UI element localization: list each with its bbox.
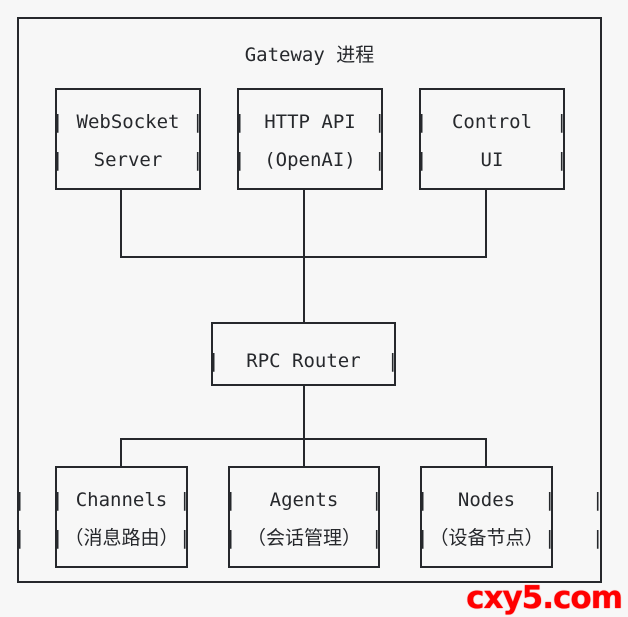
node-rpc-router-label: RPC Router <box>246 350 361 372</box>
node-agents[interactable] <box>228 466 380 568</box>
gateway-title-cjk: 进程 <box>336 44 375 66</box>
pipe-left-websocket: | <box>52 111 64 133</box>
pipe-left-httpapi-2: | <box>234 149 246 171</box>
pipe-left-nodes-2: | <box>417 527 429 549</box>
pipe-right-httpapi-2: | <box>374 149 386 171</box>
node-channels[interactable] <box>55 466 188 568</box>
watermark-cxy5: cxy5.com <box>466 580 623 616</box>
node-channels-line2: （消息路由） <box>64 527 179 549</box>
node-control-ui[interactable] <box>419 88 565 190</box>
node-websocket-server[interactable] <box>55 88 201 190</box>
pipe-left-channels-2: | <box>52 527 64 549</box>
gateway-process-container <box>17 17 602 583</box>
node-control-ui-line2: UI <box>480 149 504 171</box>
node-nodes-line1: Nodes <box>457 489 516 511</box>
node-rpc-router[interactable] <box>211 322 396 386</box>
pipe-right-controlui-2: | <box>556 149 568 171</box>
pipe-right-channels: | <box>179 489 191 511</box>
connector-agents-down <box>303 438 305 466</box>
node-control-ui-line1: Control <box>451 111 533 133</box>
node-http-api-line2: (OpenAI) <box>264 149 356 171</box>
node-http-api-line1: HTTP API <box>264 111 356 133</box>
node-agents-line1: Agents <box>269 489 339 511</box>
pipe-right-channels-2: | <box>179 527 191 549</box>
pipe-right-agents: | <box>371 489 383 511</box>
node-nodes[interactable] <box>420 466 553 568</box>
connector-controlui-down <box>485 190 487 256</box>
connector-nodes-down <box>485 438 487 466</box>
connector-channels-down <box>120 438 122 466</box>
pipe-left-channels: | <box>52 489 64 511</box>
pipe-right-httpapi: | <box>374 111 386 133</box>
node-websocket-server-line1: WebSocket <box>76 111 180 133</box>
pipe-right-websocket: | <box>192 111 204 133</box>
pipe-left-agents: | <box>225 489 237 511</box>
pipe-right-controlui: | <box>556 111 568 133</box>
pipe-right-nodes-2: | <box>544 527 556 549</box>
pipe-left-websocket-2: | <box>52 149 64 171</box>
pipe-left-httpapi: | <box>234 111 246 133</box>
node-websocket-server-line2: Server <box>93 149 163 171</box>
connector-httpapi-down <box>303 190 305 256</box>
node-http-api[interactable] <box>237 88 383 190</box>
pipe-left-nodes: | <box>417 489 429 511</box>
pipe-right-nodes: | <box>544 489 556 511</box>
gateway-title-latin: Gateway <box>244 44 325 66</box>
pipe-left-controlui-2: | <box>416 149 428 171</box>
pipe-outer-left-r1: | <box>14 489 26 511</box>
gateway-process-title: Gateway 进程 <box>17 36 602 74</box>
node-agents-line2: （会话管理） <box>246 527 361 549</box>
pipe-outer-right-r2: | <box>592 527 604 549</box>
connector-rpc-router-down <box>303 386 305 438</box>
pipe-right-agents-2: | <box>371 527 383 549</box>
pipe-right-rpcrouter: | <box>387 350 399 372</box>
pipe-left-agents-2: | <box>225 527 237 549</box>
pipe-outer-left-r2: | <box>14 527 26 549</box>
connector-websocket-down <box>120 190 122 256</box>
node-nodes-line2: （设备节点） <box>429 527 544 549</box>
pipe-right-websocket-2: | <box>192 149 204 171</box>
connector-bus-to-rpc-router <box>303 256 305 322</box>
pipe-outer-right-r1: | <box>592 489 604 511</box>
pipe-left-rpcrouter: | <box>208 350 220 372</box>
pipe-left-controlui: | <box>416 111 428 133</box>
node-channels-line1: Channels <box>75 489 168 511</box>
